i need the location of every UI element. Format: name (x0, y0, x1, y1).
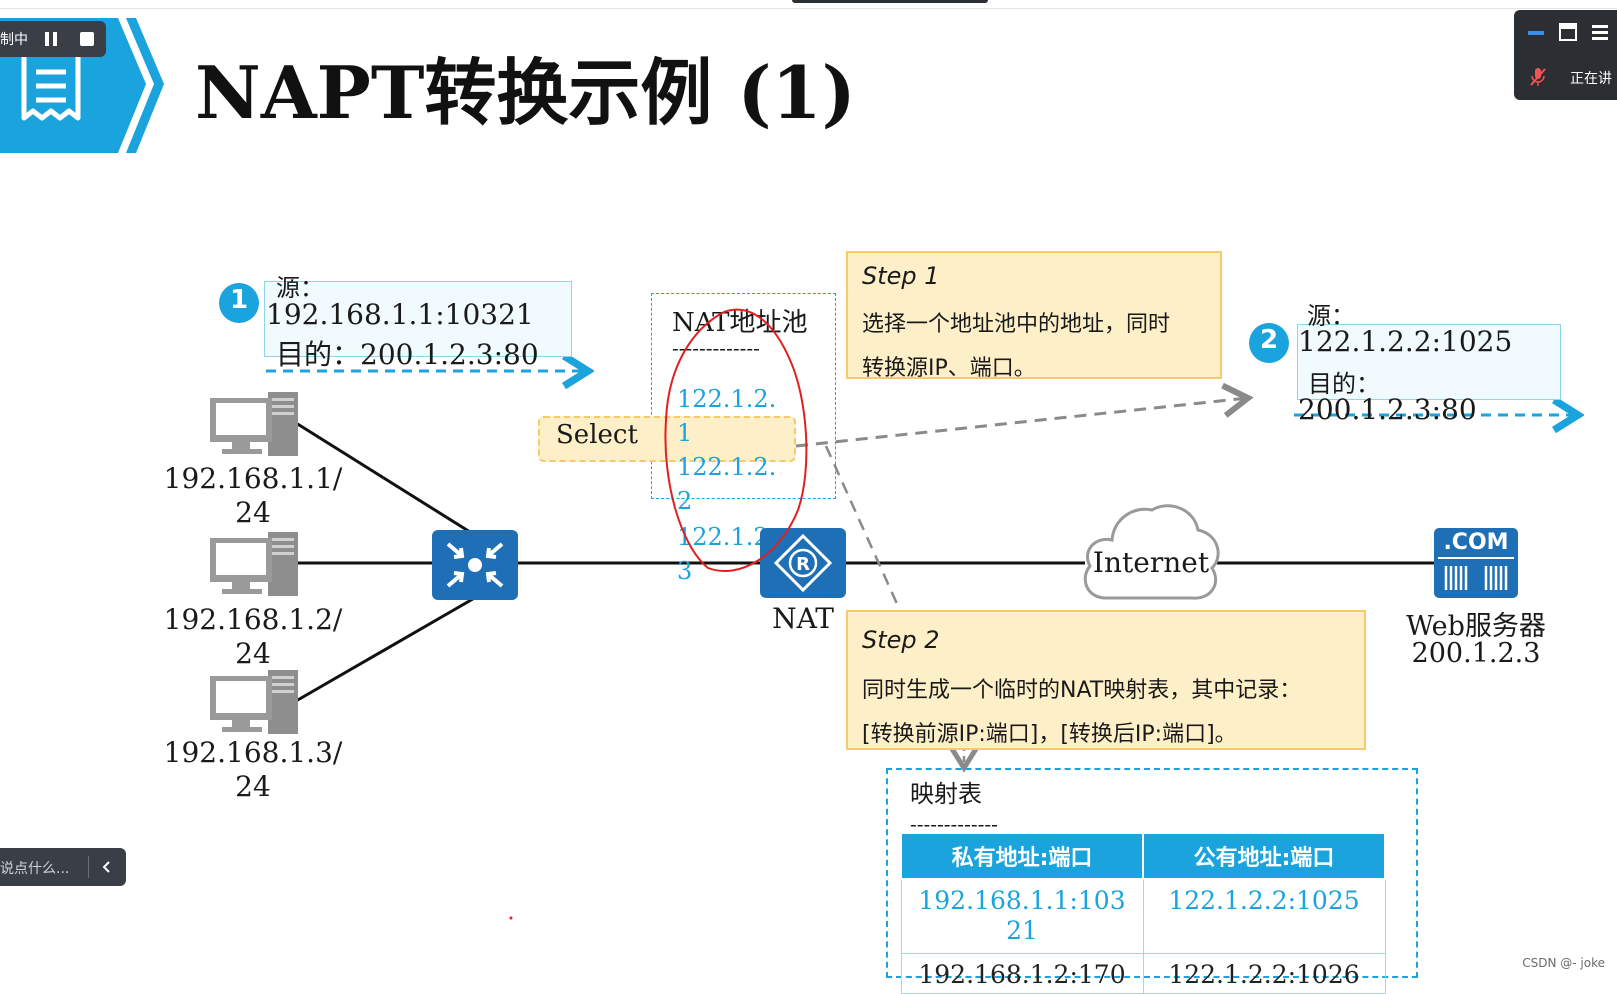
host-label-line1: 192.168.1.2/ (163, 603, 343, 636)
nat-pool-item: 122.1.2. 2 (677, 450, 776, 518)
pc-icon (210, 392, 298, 456)
mic-muted-icon[interactable] (1528, 66, 1548, 88)
menu-icon[interactable] (1590, 22, 1610, 42)
switch-icon (432, 530, 518, 600)
svg-text:R: R (796, 554, 810, 575)
host-label-line2: 24 (235, 496, 271, 529)
step1-title: Step 1 (862, 262, 940, 290)
step-badge-2 (1249, 323, 1289, 363)
mapping-divider: ------------- (910, 812, 998, 836)
host-label-line1: 192.168.1.1/ (163, 462, 343, 495)
comment-input[interactable]: 说点什么... (0, 848, 126, 886)
step-badge-1 (219, 283, 259, 323)
page-title: NAPT转换示例 (1) (195, 50, 856, 135)
table-row: 192.168.1.1:103 21 122.1.2.2:1025 (900, 878, 1386, 954)
recording-label: 制中 (0, 32, 28, 48)
router-icon: R (760, 528, 846, 598)
packet2-dst-value: 200.1.2.3:80 (1298, 393, 1477, 426)
step1-line2: 转换源IP、端口。 (862, 356, 1036, 381)
nat-pool-item-line2: 3 (677, 557, 693, 585)
mapping-table: 私有地址:端口 公有地址:端口 192.168.1.1:103 21 122.1… (900, 832, 1386, 994)
step1-line1: 选择一个地址池中的地址，同时 (862, 312, 1171, 337)
step2-line1: 同时生成一个临时的NAT映射表，其中记录： (862, 678, 1302, 703)
top-tab (792, 0, 988, 3)
comment-placeholder: 说点什么... (0, 861, 70, 877)
nat-pool-item-line2: 1 (677, 419, 693, 447)
private-address-line2: 21 (1006, 916, 1038, 945)
step-badge-1-number: 1 (229, 285, 249, 315)
private-address-cell: 192.168.1.2:170 (900, 952, 1144, 994)
table-row: 192.168.1.2:170 122.1.2.2:1026 (900, 952, 1386, 994)
step2-box (846, 610, 1366, 750)
mapping-title: 映射表 (910, 780, 982, 808)
nat-pool-item-line1: 122.1.2. (677, 523, 777, 551)
stop-icon[interactable] (78, 30, 96, 48)
host-label: 192.168.1.2/ 24 (148, 603, 358, 671)
server-name: Web服务器 (1406, 611, 1546, 642)
comment-divider (88, 856, 89, 878)
pc-icon (210, 532, 298, 596)
public-address-cell: 122.1.2.2:1026 (1142, 952, 1386, 994)
window-icon[interactable] (1558, 22, 1578, 42)
step2-title: Step 2 (862, 626, 940, 654)
nat-pool-item-line1: 122.1.2. (677, 385, 777, 413)
step1-box (846, 251, 1222, 379)
pause-icon[interactable] (42, 30, 60, 48)
top-border (0, 8, 1617, 9)
private-address-line1: 192.168.1.1:103 (918, 886, 1126, 915)
nat-pool-item: 122.1.2. 1 (677, 382, 776, 450)
watermark: CSDN @- joke (1522, 956, 1605, 970)
packet2-dst-label: 目的： (1308, 370, 1380, 398)
nat-pool-item-line2: 2 (677, 487, 693, 515)
server-badge: .COM (1443, 530, 1509, 555)
chevron-left-icon[interactable] (100, 860, 114, 874)
meeting-panel: 正在讲 (1514, 10, 1617, 100)
packet2-src-label: 源： (1307, 302, 1355, 330)
packet2-box (1297, 324, 1561, 400)
packet1-dst: 目的：200.1.2.3:80 (276, 338, 539, 371)
packet2-src-value: 122.1.2.2:1025 (1298, 325, 1513, 358)
pc-icon (210, 670, 298, 734)
nat-pool-item-line1: 122.1.2. (677, 453, 777, 481)
server-ip: 200.1.2.3 (1411, 638, 1541, 669)
nat-pool-item: 122.1.2. 3 (677, 520, 776, 588)
table-header: 公有地址:端口 (1142, 832, 1386, 880)
web-server-icon (1434, 528, 1518, 598)
table-header: 私有地址:端口 (900, 832, 1144, 880)
nat-pool-title: NAT地址池 (672, 308, 808, 338)
host-label: 192.168.1.1/ 24 (148, 462, 358, 530)
minimize-icon[interactable] (1526, 26, 1546, 40)
table-header-row: 私有地址:端口 公有地址:端口 (900, 832, 1386, 880)
nat-pool-box (651, 293, 836, 499)
packet1-src-value: 192.168.1.1:10321 (266, 298, 534, 331)
internet-label: Internet (1092, 546, 1210, 579)
recording-bar: 制中 (0, 21, 106, 57)
speaking-status: 正在讲 (1570, 71, 1612, 87)
select-label: Select (556, 420, 638, 450)
packet1-box (264, 281, 572, 357)
private-address-cell: 192.168.1.1:103 21 (900, 878, 1144, 954)
cloud-icon (1083, 504, 1220, 600)
select-box (538, 416, 796, 462)
host-label-line2: 24 (235, 637, 271, 670)
public-address-cell: 122.1.2.2:1025 (1142, 878, 1386, 954)
step2-line2: [转换前源IP:端口]，[转换后IP:端口]。 (862, 722, 1237, 747)
host-label: 192.168.1.3/ 24 (148, 736, 358, 804)
private-address-line1: 192.168.1.2:170 (918, 959, 1126, 989)
receipt-icon (21, 49, 81, 121)
nat-label: NAT (772, 602, 834, 635)
host-label-line2: 24 (235, 770, 271, 803)
step-badge-2-number: 2 (1259, 325, 1279, 355)
packet1-src-label: 源： (276, 274, 324, 302)
host-label-line1: 192.168.1.3/ (163, 736, 343, 769)
